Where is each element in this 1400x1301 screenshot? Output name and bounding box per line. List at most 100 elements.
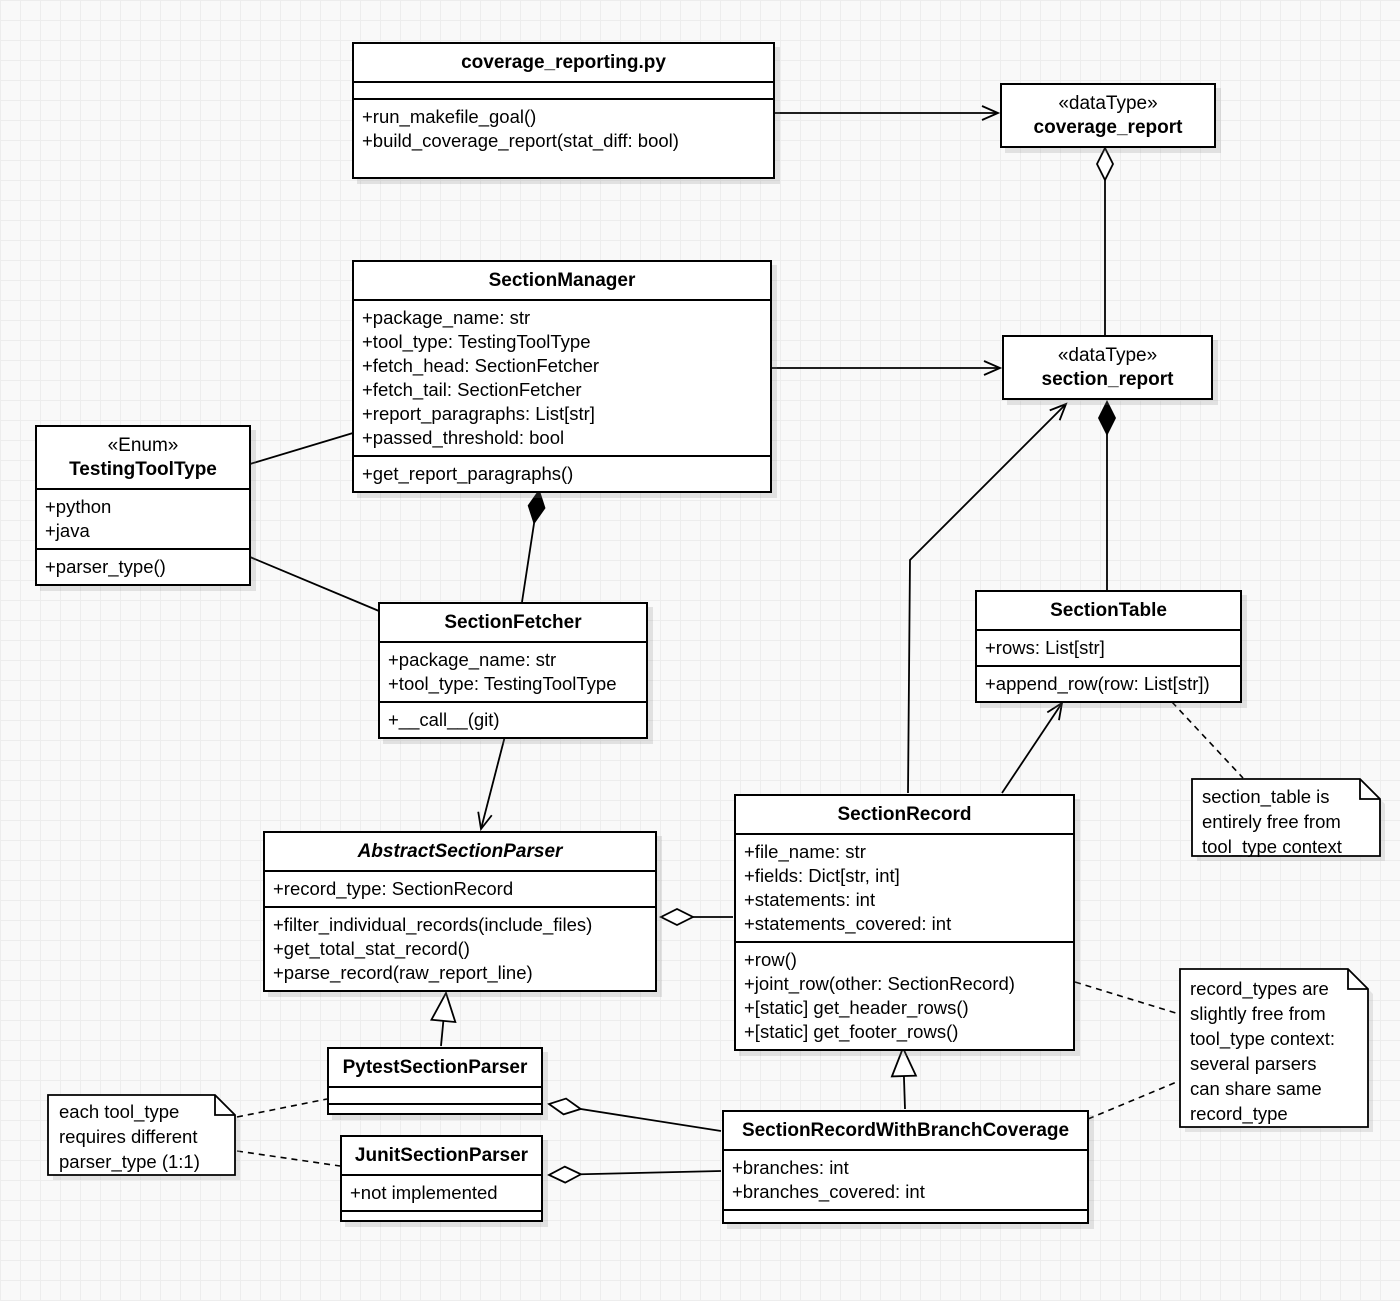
attribute-line: +branches: int [732, 1157, 849, 1178]
methods-compartment: +parser_type() [37, 548, 249, 584]
methods-compartment-empty [329, 1103, 541, 1113]
methods-compartment-empty [342, 1210, 541, 1220]
note-line: tool_type context [1202, 836, 1342, 857]
attribute-line: +record_type: SectionRecord [273, 878, 514, 899]
note-link-parsernote-pytest [236, 1098, 328, 1118]
methods-compartment: +__call__(git) [380, 701, 646, 737]
attribute-line: +rows: List[str] [985, 637, 1105, 658]
attribute-line: +statements_covered: int [744, 913, 952, 934]
class-title: PytestSectionParser [342, 1057, 528, 1078]
class-title: coverage_reporting.py [461, 52, 666, 73]
attribute-line: +python [45, 496, 112, 517]
composition-sectionmanager-sectionfetcher [521, 491, 539, 603]
class-title: SectionManager [488, 270, 636, 291]
method-line: +[static] get_header_rows() [744, 997, 969, 1018]
note-line: tool_type context: [1190, 1028, 1336, 1049]
attribute-line: +not implemented [350, 1182, 498, 1203]
method-line: +run_makefile_goal() [362, 106, 537, 127]
note-parser: each tool_type requires different parser… [59, 1099, 229, 1174]
method-line: +get_report_paragraphs() [362, 463, 574, 484]
attribute-line: +java [45, 520, 90, 541]
attributes-compartment-empty [329, 1086, 541, 1103]
note-link-sectionrecord-recordnote [1074, 981, 1180, 1015]
attributes-compartment: +rows: List[str] [977, 629, 1240, 665]
methods-compartment: +row() +joint_row(other: SectionRecord) … [736, 941, 1073, 1049]
class-name: section_report [1041, 369, 1174, 390]
method-line: +joint_row(other: SectionRecord) [744, 973, 1015, 994]
class-name: coverage_report [1033, 117, 1183, 138]
note-record-shape [1179, 968, 1373, 1132]
class-title: «Enum» TestingToolType [37, 427, 249, 488]
method-line: +append_row(row: List[str]) [985, 673, 1210, 694]
class-title: JunitSectionParser [354, 1145, 529, 1166]
attributes-compartment: +python +java [37, 488, 249, 548]
attribute-line: +fetch_tail: SectionFetcher [362, 379, 582, 400]
inheritance-pytestsectionparser-abstractsectionparser [441, 993, 446, 1047]
attribute-line: +statements: int [744, 889, 876, 910]
method-line: +[static] get_footer_rows() [744, 1021, 959, 1042]
methods-compartment: +run_makefile_goal() +build_coverage_rep… [354, 98, 773, 177]
note-line: several parsers [1190, 1053, 1317, 1074]
class-junit-section-parser: JunitSectionParser +not implemented [340, 1135, 543, 1222]
attribute-line: +tool_type: TestingToolType [362, 331, 591, 352]
note-line: can share same [1190, 1078, 1322, 1099]
note-link-sectiontable-tablenote [1171, 701, 1244, 779]
note-line: entirely free from [1202, 811, 1341, 832]
attributes-compartment: +record_type: SectionRecord [265, 870, 655, 906]
class-testing-tool-type: «Enum» TestingToolType +python +java +pa… [35, 425, 251, 586]
stereotype-label: «dataType» [1057, 345, 1158, 366]
class-pytest-section-parser: PytestSectionParser [327, 1047, 543, 1115]
aggregation-junitsectionparser-sectionrecordwithbranchcoverage [549, 1171, 722, 1175]
inheritance-sectionrecordwithbranchcoverage-sectionrecord [903, 1048, 905, 1110]
methods-compartment: +get_report_paragraphs() [354, 455, 770, 491]
class-title: SectionRecordWithBranchCoverage [741, 1120, 1070, 1141]
note-line: slightly free from [1190, 1003, 1326, 1024]
class-section-table: SectionTable +rows: List[str] +append_ro… [975, 590, 1242, 703]
class-section-record-with-branch-coverage: SectionRecordWithBranchCoverage +branche… [722, 1110, 1089, 1224]
class-coverage-report: «dataType» coverage_report [1000, 83, 1216, 148]
attributes-compartment: +package_name: str +tool_type: TestingTo… [380, 641, 646, 701]
class-name: TestingToolType [69, 459, 217, 480]
attribute-line: +fields: Dict[str, int] [744, 865, 900, 886]
class-section-record: SectionRecord +file_name: str +fields: D… [734, 794, 1075, 1051]
method-line: +filter_individual_records(include_files… [273, 914, 593, 935]
note-table-shape [1191, 778, 1385, 861]
class-title: AbstractSectionParser [357, 841, 563, 862]
note-line: requires different [59, 1126, 198, 1147]
class-title: SectionTable [1050, 600, 1167, 621]
attribute-line: +package_name: str [362, 307, 531, 328]
attribute-line: +tool_type: TestingToolType [388, 673, 617, 694]
note-line: record_types are [1190, 978, 1329, 999]
assoc-testingtooltype-sectionmanager [249, 432, 354, 465]
attributes-compartment-empty [354, 81, 773, 98]
note-line: section_table is [1202, 786, 1330, 807]
note-table: section_table is entirely free from tool… [1202, 784, 1374, 859]
methods-compartment-empty [724, 1209, 1087, 1222]
attribute-line: +fetch_head: SectionFetcher [362, 355, 600, 376]
class-coverage-reporting: coverage_reporting.py +run_makefile_goal… [352, 42, 775, 179]
method-line: +__call__(git) [388, 709, 500, 730]
note-line: record_type [1190, 1103, 1288, 1124]
attribute-line: +report_paragraphs: List[str] [362, 403, 595, 424]
method-line: +row() [744, 949, 797, 970]
attribute-line: +passed_threshold: bool [362, 427, 565, 448]
attributes-compartment: +branches: int +branches_covered: int [724, 1149, 1087, 1209]
class-title: «dataType» section_report [1004, 337, 1211, 398]
note-link-parsernote-junit [236, 1150, 341, 1167]
class-section-manager: SectionManager +package_name: str +tool_… [352, 260, 772, 493]
attributes-compartment: +package_name: str +tool_type: TestingTo… [354, 299, 770, 455]
assoc-testingtooltype-sectionfetcher [249, 556, 380, 612]
method-line: +parse_record(raw_report_line) [273, 962, 533, 983]
note-parser-shape [47, 1094, 240, 1180]
stereotype-label: «dataType» [1058, 93, 1158, 114]
attribute-line: +package_name: str [388, 649, 557, 670]
method-line: +parser_type() [45, 556, 166, 577]
assoc-sectionrecord-sectiontable [1001, 701, 1064, 794]
class-section-fetcher: SectionFetcher +package_name: str +tool_… [378, 602, 648, 739]
method-line: +get_total_stat_record() [273, 938, 470, 959]
method-line: +build_coverage_report(stat_diff: bool) [362, 130, 679, 151]
attribute-line: +branches_covered: int [732, 1181, 925, 1202]
note-line: each tool_type [59, 1101, 180, 1122]
attribute-line: +file_name: str [744, 841, 866, 862]
